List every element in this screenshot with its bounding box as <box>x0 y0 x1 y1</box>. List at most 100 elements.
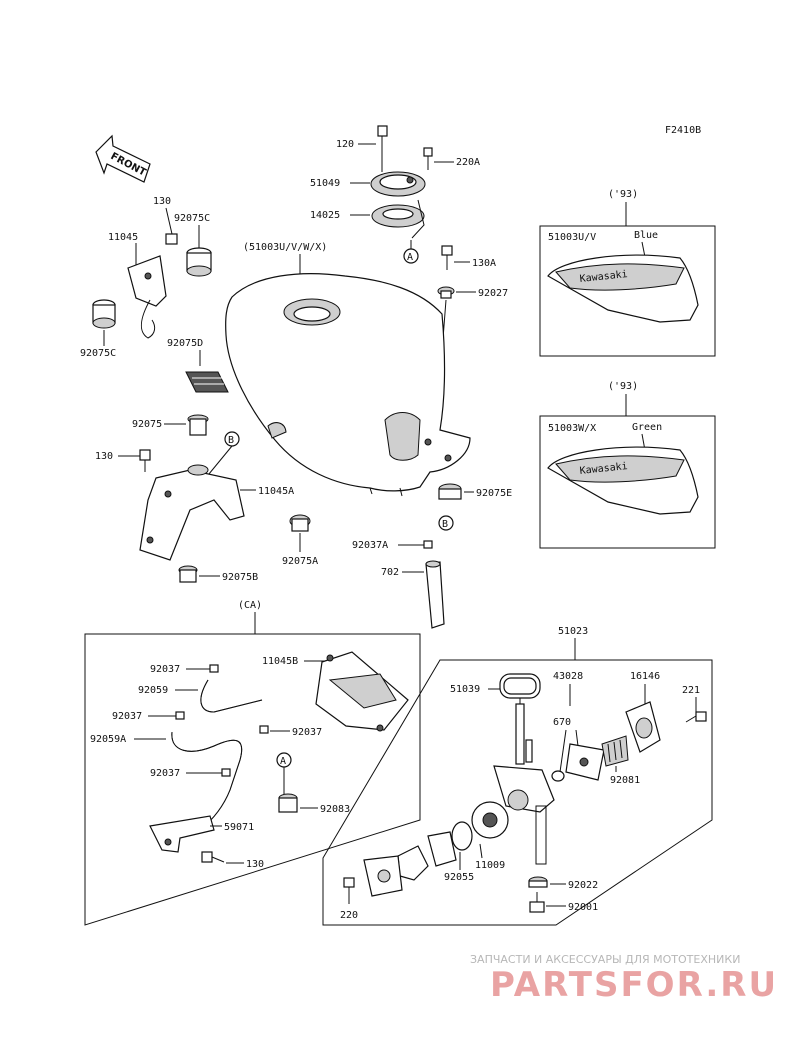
gasket-11009 <box>427 831 457 867</box>
ca-92059: 92059 <box>138 685 168 696</box>
damper-92083 <box>278 793 298 813</box>
damper-92075c-bot <box>92 299 116 329</box>
callout-11045a: 11045A <box>258 486 294 497</box>
callout-130a: 130A <box>472 258 496 269</box>
oring-670 <box>551 770 565 782</box>
damper-92075b <box>178 565 198 583</box>
hose-702 <box>425 560 445 629</box>
callout-92075c-top: 92075C <box>174 213 210 224</box>
ref-b-label-right: B <box>442 519 448 530</box>
cock-92022: 92022 <box>568 880 598 891</box>
cock-43028: 43028 <box>553 671 583 682</box>
cock-670: 670 <box>553 717 571 728</box>
bolt-130-top <box>165 233 178 245</box>
callout-220a: 220A <box>456 157 480 168</box>
diaphragm-seal <box>397 845 429 881</box>
bracket-11045a <box>139 464 245 561</box>
variant-panel-blue <box>539 225 716 357</box>
damper-92075 <box>187 414 209 436</box>
fuel-tank <box>225 273 471 497</box>
badge-green: Kawasaki <box>579 461 628 477</box>
tank-green-variant: Kawasaki <box>547 446 699 515</box>
cock-221: 221 <box>682 685 700 696</box>
ca-130: 130 <box>246 859 264 870</box>
callout-120: 120 <box>336 139 354 150</box>
cock-title: 51023 <box>558 626 588 637</box>
cock-51039: 51039 <box>450 684 480 695</box>
damper-92075a <box>289 514 311 532</box>
damper-pad-92075d <box>185 371 229 393</box>
strainer-gasket-51039 <box>499 673 541 699</box>
cap-gasket <box>371 199 425 239</box>
variant-blue-color: Blue <box>634 230 658 241</box>
variant-blue-code: 51003U/V <box>548 232 596 243</box>
callout-92075e: 92075E <box>476 488 512 499</box>
callout-92037a: 92037A <box>352 540 388 551</box>
cock-92001: 92001 <box>568 902 598 913</box>
cock-11009: 11009 <box>475 860 505 871</box>
breather-hose-92059 <box>200 679 263 713</box>
ca-92037-2: 92037 <box>112 711 142 722</box>
callout-92075b: 92075B <box>222 572 258 583</box>
lever-plate-43028 <box>565 743 605 781</box>
fuel-cap <box>370 171 426 197</box>
ca-92083: 92083 <box>320 804 350 815</box>
bolt-130-ca <box>201 851 225 863</box>
ca-92037-1: 92037 <box>150 664 180 675</box>
ca-title: (CA) <box>238 600 262 611</box>
screw-220 <box>343 877 355 904</box>
damper-92075c-top <box>186 247 212 277</box>
variant-green-color: Green <box>632 422 662 433</box>
ref-a-label-top: A <box>407 252 413 263</box>
cock-16146: 16146 <box>630 671 660 682</box>
breather-hose-92059a <box>171 731 243 831</box>
watermark-line2: PARTSFOR.RU <box>490 965 778 1005</box>
callout-130-top: 130 <box>153 196 171 207</box>
callout-92075c-bot: 92075C <box>80 348 116 359</box>
bracket-11045 <box>127 255 167 339</box>
bracket-11045b <box>315 651 409 732</box>
bolt-92001 <box>529 892 545 913</box>
watermark-line1: ЗАПЧАСТИ И АКСЕССУАРЫ ДЛЯ МОТОТЕХНИКИ <box>470 953 740 966</box>
callout-92027: 92027 <box>478 288 508 299</box>
bolt-130-mid <box>139 449 151 472</box>
fuel-cock-body <box>493 703 555 865</box>
cover-16146 <box>625 701 661 753</box>
variant-green-code: 51003W/X <box>548 423 596 434</box>
screw-221 <box>685 711 707 723</box>
ref-b-circle-right <box>438 515 454 531</box>
callout-92075: 92075 <box>132 419 162 430</box>
diagram-code: F2410B <box>665 125 701 136</box>
flange-gasket <box>363 855 403 897</box>
diaphragm-plate <box>471 801 509 839</box>
tank-blue-variant: Kawasaki <box>547 254 699 323</box>
cock-box <box>322 659 713 926</box>
ca-11045b: 11045B <box>262 656 298 667</box>
cap-bolt <box>377 125 388 172</box>
cock-220: 220 <box>340 910 358 921</box>
callout-tank: (51003U/V/W/X) <box>243 242 327 253</box>
damper-92075e <box>438 483 462 500</box>
washer-92022 <box>528 876 548 888</box>
damper-92027 <box>437 286 455 299</box>
ca-box <box>84 633 421 926</box>
bracket-59071 <box>149 815 215 853</box>
ca-59071: 59071 <box>224 822 254 833</box>
callout-130-mid: 130 <box>95 451 113 462</box>
callout-11045: 11045 <box>108 232 138 243</box>
ca-92037-3: 92037 <box>150 768 180 779</box>
spring-92081 <box>601 735 629 767</box>
variant-year-top: ('93) <box>608 189 638 200</box>
badge-blue: Kawasaki <box>579 269 628 285</box>
cap-screw <box>423 147 433 170</box>
oring-92055 <box>451 821 473 851</box>
callout-702: 702 <box>381 567 399 578</box>
front-arrow-icon: FRONT <box>95 134 151 183</box>
bolt-130a <box>441 245 453 270</box>
ca-92037-4: 92037 <box>292 727 322 738</box>
ref-a-label-ca: A <box>280 756 286 767</box>
callout-92075a: 92075A <box>282 556 318 567</box>
callout-51049: 51049 <box>310 178 340 189</box>
